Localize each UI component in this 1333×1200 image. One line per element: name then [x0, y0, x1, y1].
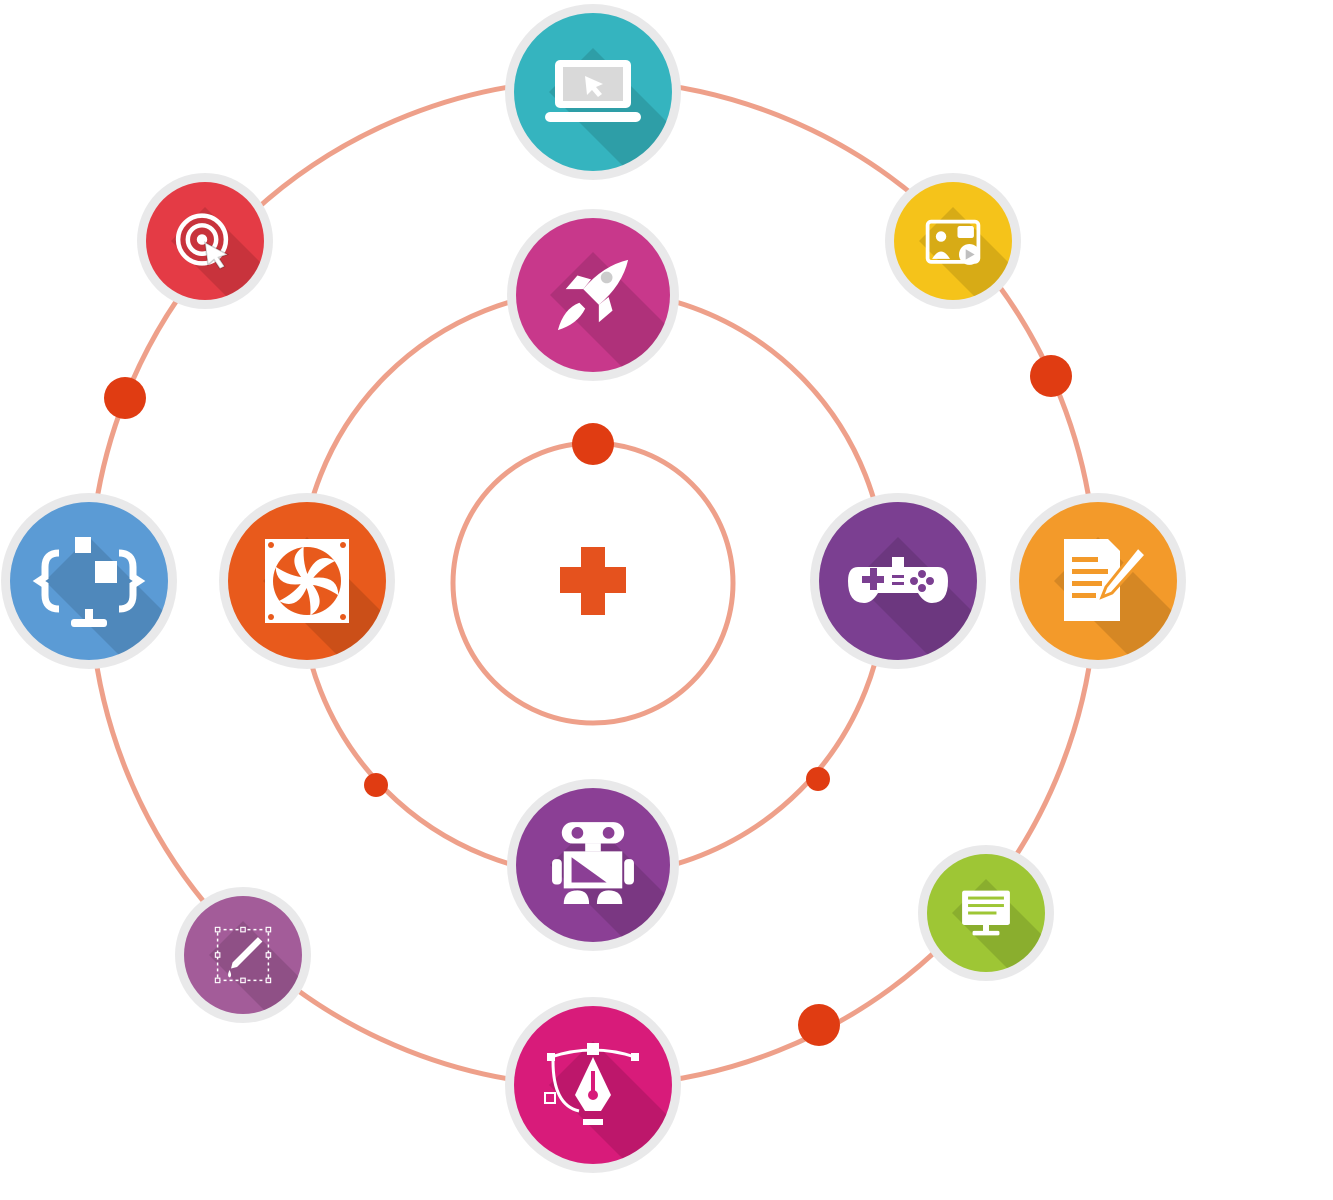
monitor-icon [962, 890, 1010, 936]
document-edit-node[interactable] [1010, 493, 1230, 713]
robot-icon [552, 822, 634, 904]
cooling-fan-node[interactable] [219, 493, 439, 713]
gamepad-icon [848, 557, 948, 603]
code-screen-node[interactable] [1, 493, 221, 713]
laptop-cursor-icon [545, 60, 641, 122]
video-chat-node[interactable] [885, 173, 1055, 343]
eyedropper-icon [214, 926, 272, 984]
robot-node[interactable] [507, 779, 722, 994]
node-face [10, 502, 168, 660]
pen-tool-node[interactable] [505, 997, 725, 1200]
orbit-dot [1030, 355, 1072, 397]
plus-icon [560, 547, 626, 615]
orbit-dot [364, 773, 388, 797]
pen-tool-icon [544, 1043, 639, 1125]
orbit-dot [104, 377, 146, 419]
target-node[interactable] [137, 173, 307, 343]
rocket-node[interactable] [507, 209, 722, 424]
laptop-node[interactable] [505, 4, 725, 224]
orbit-dot [572, 423, 614, 465]
cooling-fan-icon [265, 539, 349, 623]
target-icon [175, 213, 230, 270]
node-face [894, 182, 1012, 300]
document-edit-icon [1064, 539, 1149, 621]
orbit-dot [798, 1004, 840, 1046]
video-chat-icon [925, 219, 981, 265]
eyedropper-node[interactable] [175, 887, 345, 1057]
gamepad-node[interactable] [810, 493, 1030, 713]
code-screen-icon [32, 537, 146, 627]
monitor-node[interactable] [918, 845, 1088, 1015]
orbit-dot [806, 767, 830, 791]
rocket-icon [557, 259, 629, 331]
